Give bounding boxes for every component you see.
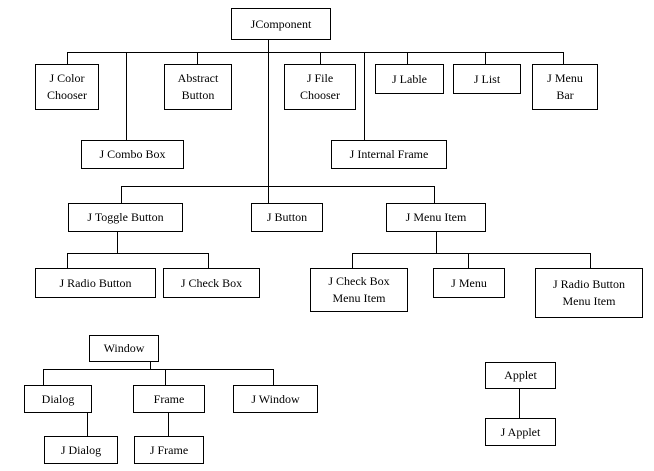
node-jcolorchooser: J Color Chooser <box>35 64 99 110</box>
node-applet: Applet <box>485 362 556 389</box>
node-jcheckbox: J Check Box <box>163 268 260 298</box>
node-jcomponent: JComponent <box>231 8 331 40</box>
node-window: Window <box>89 335 159 362</box>
node-jcheckboxmenuitem: J Check Box Menu Item <box>310 268 408 312</box>
node-abstractbutton: Abstract Button <box>164 64 232 110</box>
node-jmenubar: J Menu Bar <box>532 64 598 110</box>
node-jframe: J Frame <box>134 436 204 464</box>
node-frame: Frame <box>133 385 205 413</box>
node-jbutton: J Button <box>251 203 323 232</box>
node-jradiobutton: J Radio Button <box>35 268 156 298</box>
node-jlable: J Lable <box>375 64 444 94</box>
node-jwindow: J Window <box>233 385 318 413</box>
node-jmenuitem: J Menu Item <box>386 203 486 232</box>
node-jfilechooser: J File Chooser <box>284 64 356 110</box>
node-jtogglebutton: J Toggle Button <box>68 203 183 232</box>
node-jdialog: J Dialog <box>44 436 118 464</box>
node-dialog: Dialog <box>24 385 92 413</box>
node-jradiobuttonmenuitem: J Radio Button Menu Item <box>535 268 643 318</box>
node-japplet: J Applet <box>485 418 556 446</box>
node-jmenu: J Menu <box>433 268 505 298</box>
node-jinternalframe: J Internal Frame <box>331 140 447 169</box>
node-jlist: J List <box>453 64 521 94</box>
node-jcombobox: J Combo Box <box>81 140 184 169</box>
